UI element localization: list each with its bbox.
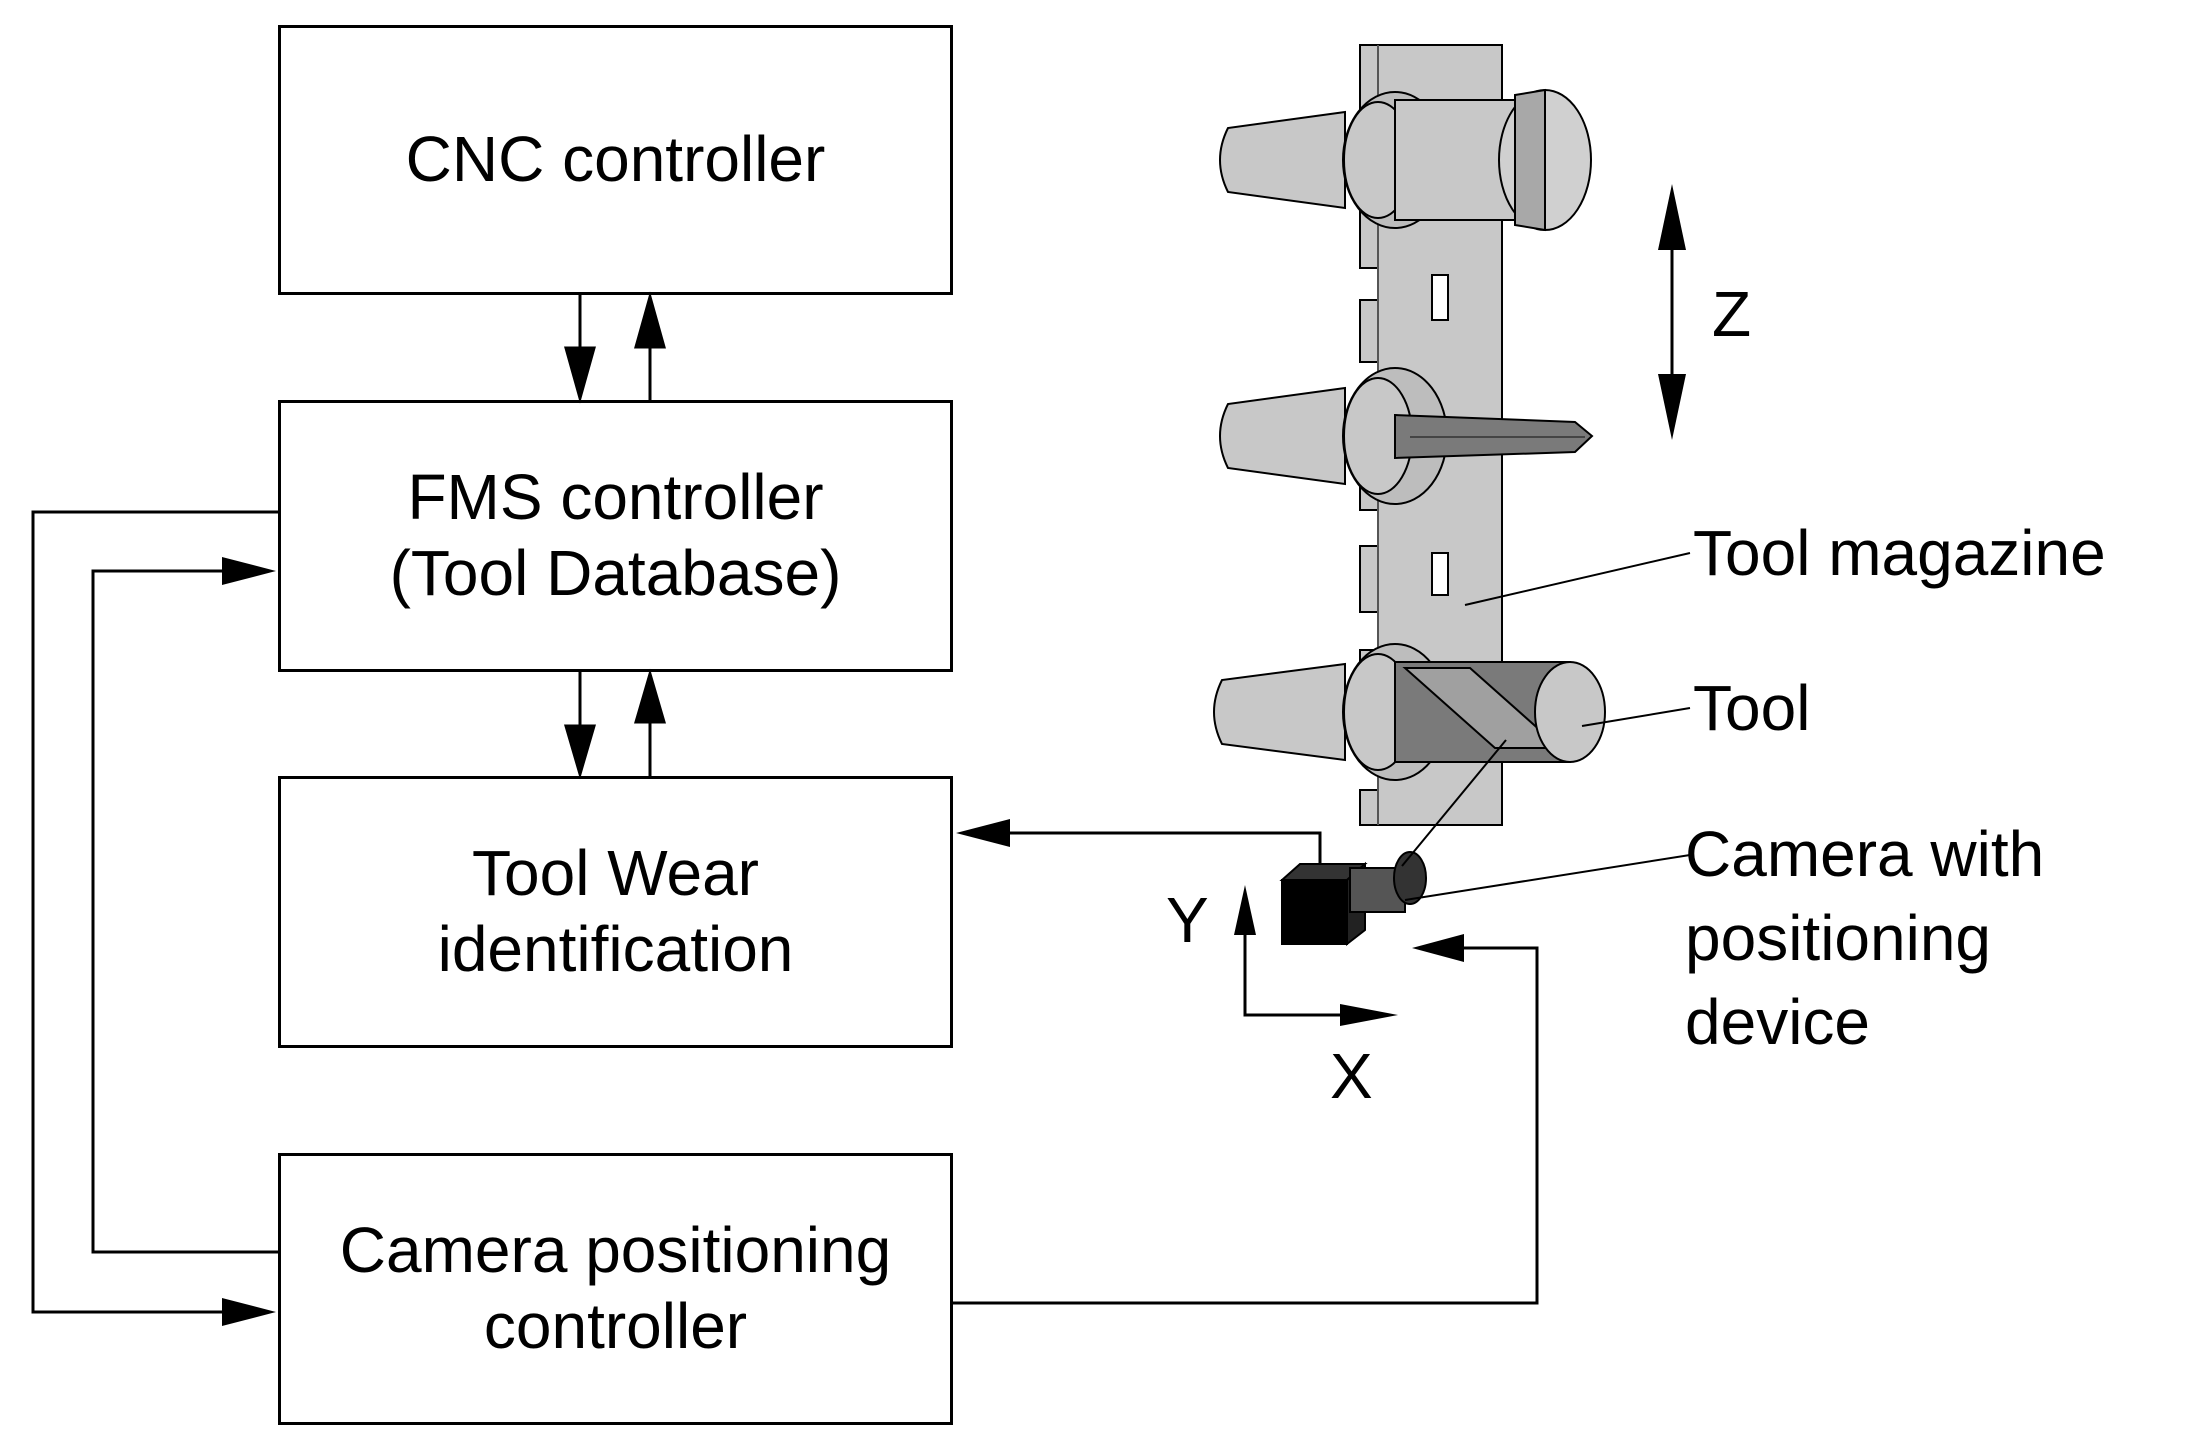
camera-positioning-label: Camera positioning xyxy=(339,1214,892,1287)
arrow-left-icon xyxy=(1412,934,1464,962)
arrow-up-icon xyxy=(634,291,666,349)
tool-database-label: (Tool Database) xyxy=(389,537,842,609)
fms-controller-label: FMS controller xyxy=(407,461,824,534)
camera-device-label-line2: positioning xyxy=(1685,902,1991,974)
arrow-right-icon xyxy=(222,557,276,585)
z-arrow-up-icon xyxy=(1658,184,1686,250)
camera-device-label-line3: device xyxy=(1685,986,1870,1058)
axis-x-label: X xyxy=(1330,1040,1373,1112)
arrow-left-icon xyxy=(956,819,1010,847)
fms-wear-link xyxy=(564,668,666,780)
identification-label: identification xyxy=(437,913,794,985)
tool-holder-2 xyxy=(1219,367,1594,505)
x-axis-arrow-icon xyxy=(1340,1004,1398,1026)
cnc-controller-block: CNC controller xyxy=(278,25,953,295)
arrow-up-icon xyxy=(634,668,666,724)
arrow-right-icon xyxy=(222,1298,276,1326)
arrow-down-icon xyxy=(564,724,596,780)
camera-positioning-controller-block: Camera positioning controller xyxy=(278,1153,953,1425)
tool-holder-1 xyxy=(1219,88,1592,232)
tool-wear-label: Tool Wear xyxy=(472,837,759,910)
tool-magazine-label: Tool magazine xyxy=(1693,517,2106,589)
camera-device-label-line1: Camera with xyxy=(1685,818,2044,890)
axis-y-label: Y xyxy=(1166,884,1209,956)
tool-label: Tool xyxy=(1693,672,1810,744)
y-axis-arrow-icon xyxy=(1234,885,1256,935)
tool-wear-identification-block: Tool Wear identification xyxy=(278,776,953,1048)
feedback-loops xyxy=(31,510,278,1314)
arrow-down-icon xyxy=(564,346,596,404)
controller-label: controller xyxy=(483,1290,748,1362)
fms-controller-block: FMS controller (Tool Database) xyxy=(278,400,953,672)
axis-z-label: Z xyxy=(1712,278,1751,350)
cnc-fms-link xyxy=(564,291,666,404)
positioning-signal-line xyxy=(953,946,1539,1305)
z-arrow-down-icon xyxy=(1658,374,1686,440)
image-signal-line xyxy=(1010,831,1322,880)
camera-axes xyxy=(1243,922,1360,1017)
callout-lines xyxy=(1404,552,1691,901)
cnc-controller-label: CNC controller xyxy=(405,123,826,196)
tool-holder-3 xyxy=(1213,643,1606,781)
camera-icon xyxy=(1279,739,1507,947)
